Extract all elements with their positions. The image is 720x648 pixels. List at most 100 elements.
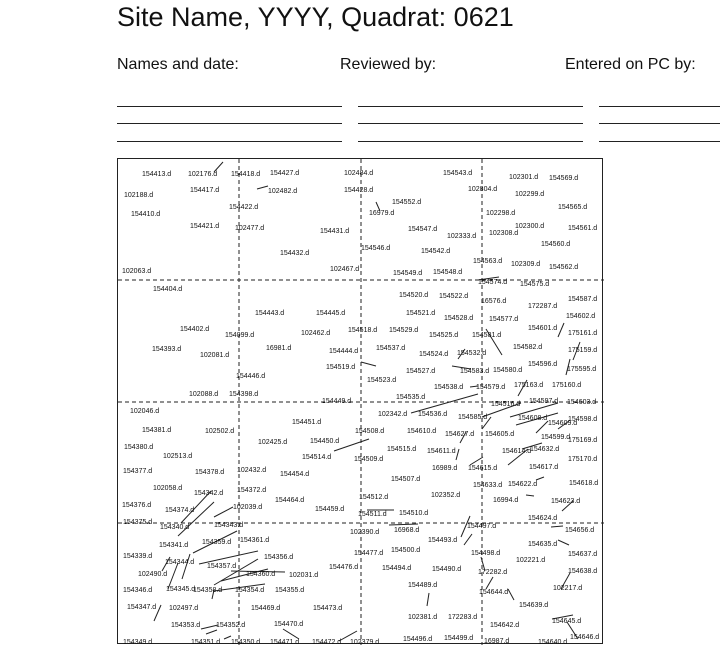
tag-label: 154535.d [396,394,425,401]
tag-label: 154342.d [194,490,223,497]
tag-label: 154381.d [142,427,171,434]
tag-label: 154603.d [567,399,596,406]
tag-label: 154471.d [270,639,299,646]
tag-label: 175161.d [568,330,597,337]
tag-label: 154549.d [393,270,422,277]
tag-label: 154529.d [389,327,418,334]
tag-label: 154515.d [387,446,416,453]
tag-label: 154618.d [569,480,598,487]
tag-label: 154520.d [399,292,428,299]
tag-label: 154352.d [216,622,245,629]
tag-label: 154489.d [408,582,437,589]
tag-label: 154656.d [565,527,594,534]
tag-label: 154344.d [165,559,194,566]
tag-label: 154500.d [391,547,420,554]
tag-label: 154469.d [251,605,280,612]
tag-label: 154473.d [313,605,342,612]
tag-label: 154343.d [214,522,243,529]
tag-label: 175169.d [568,437,597,444]
tag-label: 154490.d [432,566,461,573]
tag-label: 154510.d [399,510,428,517]
tag-label: 172283.d [448,614,477,621]
tag-label: 154598.d [568,416,597,423]
tag-label: 154560.d [541,241,570,248]
tag-label: 154418.d [231,171,260,178]
tag-label: 154472.d [312,639,341,646]
tag-label: 154514.d [302,454,331,461]
tag-label: 102432.d [237,467,266,474]
tag-label: 154349.d [123,639,152,646]
tag-label: 102046.d [130,408,159,415]
tag-label: 102301.d [509,174,538,181]
tag-label: 154547.d [408,226,437,233]
tag-label: 102482.d [268,188,297,195]
entered-line-3 [599,141,720,142]
tag-label: 154511.d [358,511,387,518]
tag-label: 154543.d [443,170,472,177]
tag-label: 154580.d [493,367,522,374]
tag-label: 154375.d [123,519,152,526]
tag-label: 154633.d [473,482,502,489]
names-line-1 [117,106,342,107]
tag-label: 154339.d [123,553,152,560]
tag-label: 154582.d [513,344,542,351]
tag-label: 154427.d [270,170,299,177]
tag-label: 154569.d [549,175,578,182]
tag-label: 154608.d [518,415,547,422]
tag-label: 154523.d [367,377,396,384]
entered-line-2 [599,123,720,124]
tag-label: 154617.d [529,464,558,471]
tag-label: 154509.d [354,456,383,463]
tag-label: 154525.d [429,332,458,339]
tag-label: 154413.d [142,171,171,178]
tag-label: 154639.d [519,602,548,609]
tag-label: 154542.d [421,248,450,255]
tag-label: 102379.d [350,639,379,646]
tag-label: 154374.d [165,507,194,514]
tag-label: 16987.d [484,638,509,645]
tag-label: 154562.d [549,264,578,271]
tag-label: 154451.d [292,419,321,426]
tag-label: 154444.d [329,348,358,355]
tag-label: 102308.d [489,230,518,237]
tag-label: 102352.d [431,492,460,499]
tag-label: 154637.d [568,551,597,558]
tag-label: 154597.d [529,398,558,405]
tag-label: 154624.d [528,515,557,522]
tag-label: 154602.d [566,313,595,320]
tag-label: 154577.d [489,316,518,323]
tag-label: 154552.d [392,199,421,206]
tag-label: 154575.d [520,281,549,288]
tag-label: 154464.d [275,497,304,504]
tag-label: 154579.d [476,384,505,391]
tag-label: 102300.d [515,223,544,230]
tag-label: 154537.d [376,345,405,352]
tag-label: 154605.d [485,431,514,438]
tag-label: 154646.d [570,634,599,641]
tag-label: 154402.d [180,326,209,333]
names-line-2 [117,123,342,124]
tag-label: 154512.d [359,494,388,501]
tag-label: 154609.d [548,420,577,427]
tag-label: 154341.d [159,542,188,549]
tag-label: 102467.d [330,266,359,273]
tag-label: 154561.d [568,225,597,232]
tag-label: 154356.d [264,554,293,561]
tag-label: 154499.d [444,635,473,642]
tag-label: 154599.d [541,434,570,441]
reviewed-line-1 [358,106,583,107]
tag-label: 102497.d [169,605,198,612]
reviewed-by-label: Reviewed by: [340,56,437,73]
tag-label: 175170.d [568,456,597,463]
tag-label: 102298.d [486,210,515,217]
tag-label: 154522.d [439,293,468,300]
names-line-3 [117,141,342,142]
tag-label: 154476.d [329,564,358,571]
tag-label: 154596.d [528,361,557,368]
tag-label: 16968.d [394,527,419,534]
tag-label: 154360.d [246,571,275,578]
tag-label: 154538.d [434,384,463,391]
tag-label: 154354.d [235,587,264,594]
tag-label: 154496.d [403,636,432,643]
